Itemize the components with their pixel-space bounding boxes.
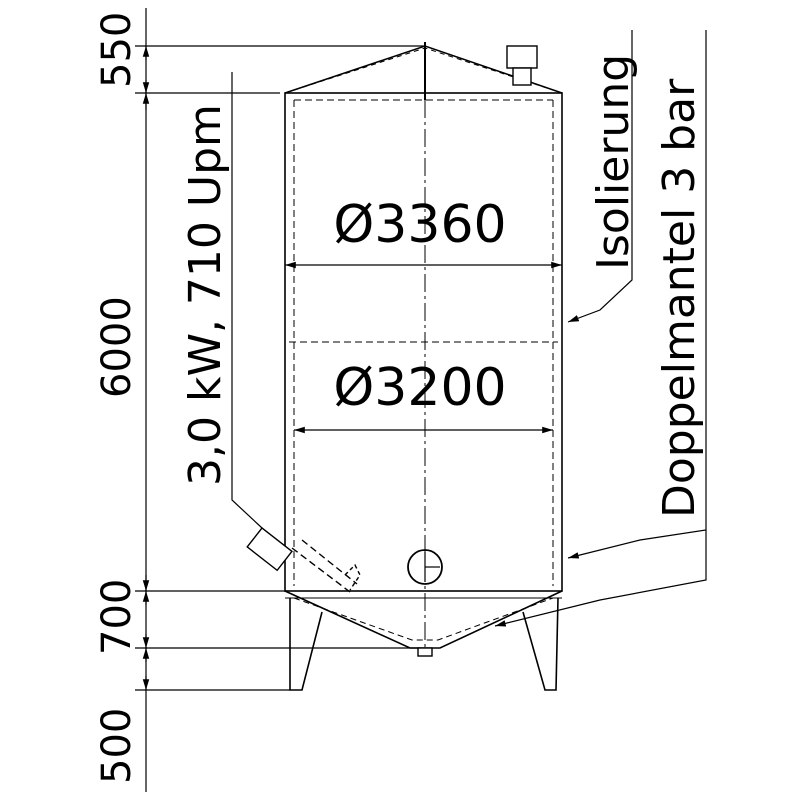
diameter-inner-label: Ø3200 (333, 358, 506, 418)
tank-body (284, 42, 563, 657)
insulation-label: Isolierung (588, 54, 639, 270)
agitator-shaft (291, 547, 351, 593)
insulation-leader-line (567, 30, 633, 323)
jacket-leader-line-upper (567, 30, 707, 559)
dimension-6000: 6000 (94, 296, 140, 398)
bottom-cone-inner (293, 597, 554, 641)
bottom-outlet (417, 647, 433, 657)
dimension-500: 500 (94, 708, 140, 784)
agitator-motor (246, 527, 361, 593)
agitator-blade (344, 563, 361, 591)
dimension-550: 550 (94, 12, 140, 88)
motor-leader-line (231, 72, 263, 529)
motor-housing (246, 527, 293, 572)
leg-right (522, 597, 559, 691)
vertical-dimension-chain (135, 8, 425, 792)
diameter-outer-label: Ø3360 (333, 195, 506, 255)
leg-left (289, 598, 323, 691)
manway-circle (407, 549, 443, 585)
legs (289, 597, 559, 691)
jacket-label: Doppelmantel 3 bar (654, 78, 705, 518)
manway (407, 549, 443, 585)
cylinder-outer-wall (284, 92, 563, 592)
diameter-dimensions (285, 261, 562, 434)
motor-label: 3,0 kW, 710 Upm (180, 104, 231, 486)
valve-top-right (506, 45, 538, 86)
jacket-leader-line-lower (494, 530, 707, 627)
valve-body (512, 67, 532, 86)
valve-head (506, 45, 538, 69)
agitator-shaft-2 (301, 539, 358, 585)
dimension-700: 700 (94, 579, 140, 655)
